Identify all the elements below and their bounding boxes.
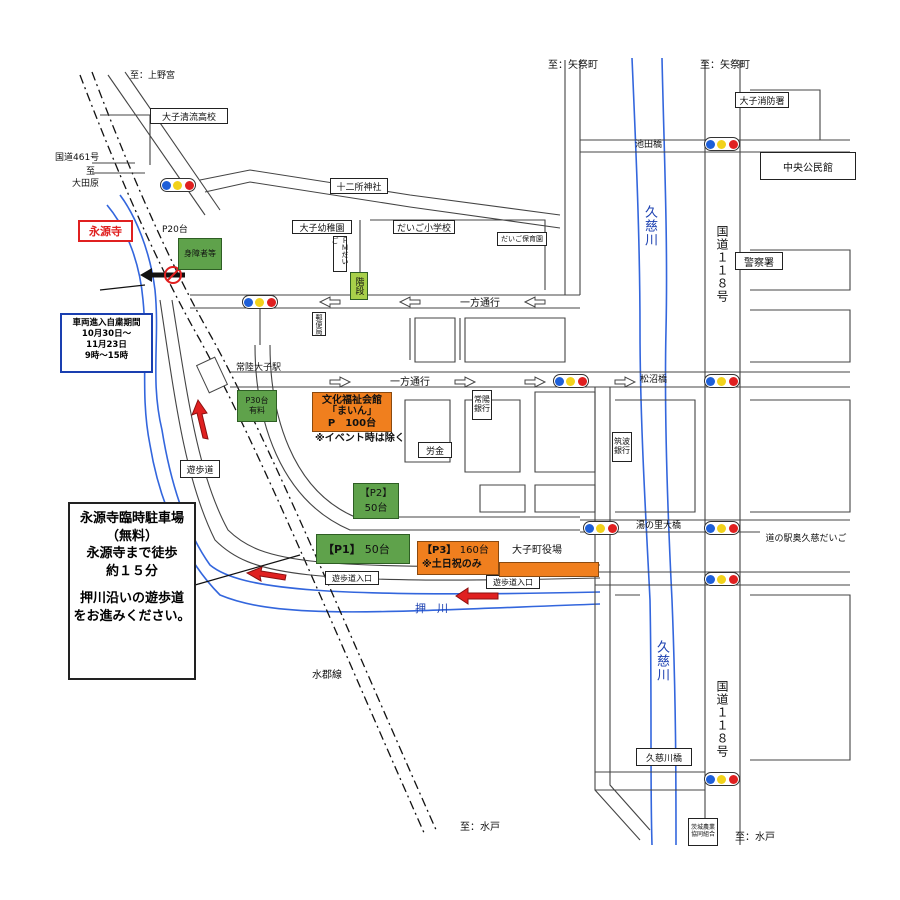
direction-ota-1: 至 bbox=[86, 167, 96, 177]
bunka-nickname: 「まいん」 bbox=[327, 406, 377, 418]
closure-title: 車両進入自粛期間 bbox=[72, 318, 141, 328]
parking-info-box: 永源寺臨時駐車場 （無料） 永源寺まで徒歩 約１５分 押川沿いの遊歩道 をお進み… bbox=[68, 502, 196, 680]
p30-count: P30台 bbox=[245, 395, 269, 405]
promenade-entrance-1: 遊歩道入口 bbox=[325, 571, 379, 585]
route461-label: 国道461号 bbox=[55, 153, 100, 163]
kuji-river-upper-label: 久慈川 bbox=[642, 205, 657, 247]
route118-upper-label: 国道１１８号 bbox=[715, 225, 729, 303]
promenade-entrance-2: 遊歩道入口 bbox=[486, 575, 540, 589]
direction-mito-road: 至：水戸 bbox=[735, 832, 775, 843]
joyo-bank-label: 常陽銀行 bbox=[472, 390, 492, 420]
info-line-5: 押川沿いの遊歩道 bbox=[79, 591, 184, 607]
red-arrows bbox=[191, 398, 499, 605]
direction-yamatsuri-left: 至：矢祭町 bbox=[548, 60, 598, 71]
rail-line-label: 水郡線 bbox=[312, 670, 342, 681]
direction-yamatsuri-right: 至：矢祭町 bbox=[700, 60, 750, 71]
p1-parking: 【P1】 50台 bbox=[316, 534, 410, 564]
direction-ota-2: 大田原 bbox=[72, 179, 100, 189]
closure-notice: 車両進入自粛期間 10月30日～ 11月23日 9時～15時 bbox=[60, 313, 153, 373]
daigo-elementary-label: だいご小学校 bbox=[393, 220, 455, 234]
police-label: 警察署 bbox=[735, 252, 783, 270]
bridge-kujigawa: 久慈川橋 bbox=[636, 748, 692, 766]
traffic-signal-icon bbox=[704, 137, 740, 151]
station-label: 常陸大子駅 bbox=[236, 363, 282, 373]
info-line-1: 永源寺臨時駐車場 bbox=[79, 511, 184, 526]
kuji-river-lower-label: 久慈川 bbox=[654, 640, 669, 682]
tsukuba-bank-label: 筑波銀行 bbox=[612, 432, 632, 462]
traffic-signal-icon bbox=[583, 521, 619, 535]
traffic-signal-icon bbox=[242, 295, 278, 309]
info-line-3: 永源寺まで徒歩 bbox=[86, 546, 178, 562]
roadside-station-label: 道の駅奥久慈だいご bbox=[760, 529, 852, 545]
stairs-label: 階段 bbox=[350, 272, 368, 300]
bridge-yunosato: 湯の里大橋 bbox=[636, 521, 682, 531]
daigo-kindergarten-label: 大子幼稚園 bbox=[292, 220, 352, 234]
p30-fee: 有料 bbox=[249, 406, 265, 415]
traffic-signal-icon bbox=[553, 374, 589, 388]
bunka-name: 文化福祉会館 bbox=[322, 394, 382, 406]
traffic-signal-icon bbox=[704, 521, 740, 535]
fire-station-label: 大子消防署 bbox=[735, 92, 789, 108]
direction-uenomiya: 至：上野宮 bbox=[130, 71, 176, 81]
p2-count: 50台 bbox=[364, 503, 388, 514]
route118-lower-label: 国道１１８号 bbox=[715, 680, 729, 758]
one-way-arrows bbox=[318, 296, 637, 388]
closure-dates-1: 10月30日～ bbox=[81, 329, 132, 340]
p3-extension bbox=[499, 562, 599, 577]
traffic-signal-icon bbox=[704, 772, 740, 786]
temple-label: 永源寺 bbox=[78, 220, 133, 242]
leader-lines bbox=[99, 284, 301, 586]
labor-bank-label: 労金 bbox=[418, 442, 452, 458]
disabled-parking: 身障者等 bbox=[178, 238, 222, 270]
daigo-nursery-label: だいご保育園 bbox=[497, 232, 547, 246]
p30-parking: P30台 有料 bbox=[237, 390, 277, 422]
oshi-river-label: 押 川 bbox=[415, 602, 448, 615]
promenade-label: 遊歩道 bbox=[180, 460, 220, 478]
p3-count: 160台 bbox=[459, 545, 489, 556]
info-line-6: をお進みください。 bbox=[73, 608, 191, 624]
p3-label: 【P3】 bbox=[422, 545, 457, 556]
info-line-2: （無料） bbox=[105, 528, 158, 544]
kuji-river bbox=[631, 57, 677, 846]
traffic-signal-icon bbox=[704, 374, 740, 388]
info-line-4: 約１５分 bbox=[105, 563, 158, 579]
juniso-shrine-label: 十二所神社 bbox=[330, 178, 388, 194]
p2-label: 【P2】 bbox=[359, 488, 393, 499]
traffic-signal-icon bbox=[704, 572, 740, 586]
p20-label: P20台 bbox=[162, 225, 188, 235]
public-hall-label: 中央公民館 bbox=[760, 152, 856, 180]
closure-hours: 9時～15時 bbox=[84, 351, 129, 362]
fm-daigo-label: ＦＭだいご bbox=[331, 236, 349, 272]
bunka-parking: 文化福祉会館 「まいん」 P 100台 bbox=[312, 392, 392, 432]
bunka-note: ※イベント時は除く bbox=[315, 433, 405, 444]
p3-parking: 【P3】 160台 ※土日祝のみ bbox=[417, 541, 499, 575]
direction-mito-rail: 至：水戸 bbox=[460, 822, 500, 833]
closure-arrow bbox=[140, 266, 185, 284]
agri-coop-label: 茨城農業協同組合 bbox=[688, 818, 718, 846]
p3-note: ※土日祝のみ bbox=[422, 559, 482, 570]
traffic-signal-icon bbox=[160, 178, 196, 192]
town-hall-label: 大子町役場 bbox=[512, 545, 562, 556]
bunka-count: P 100台 bbox=[327, 417, 377, 429]
roads bbox=[92, 60, 851, 845]
post-office-label: 郵便局 bbox=[312, 312, 326, 336]
one-way-label-lower: 一方通行 bbox=[390, 377, 430, 388]
p1-label: 【P1】 bbox=[323, 543, 361, 556]
bridge-ikeda: 池田橋 bbox=[635, 140, 663, 150]
one-way-label-upper: 一方通行 bbox=[460, 298, 500, 309]
p2-parking: 【P2】 50台 bbox=[353, 483, 399, 519]
station-platform bbox=[195, 356, 229, 394]
p1-count: 50台 bbox=[364, 543, 390, 556]
daigo-seiryu-label: 大子清流高校 bbox=[150, 108, 228, 124]
closure-dates-2: 11月23日 bbox=[86, 340, 127, 351]
bridge-matsunuma: 松沼橋 bbox=[640, 375, 668, 385]
